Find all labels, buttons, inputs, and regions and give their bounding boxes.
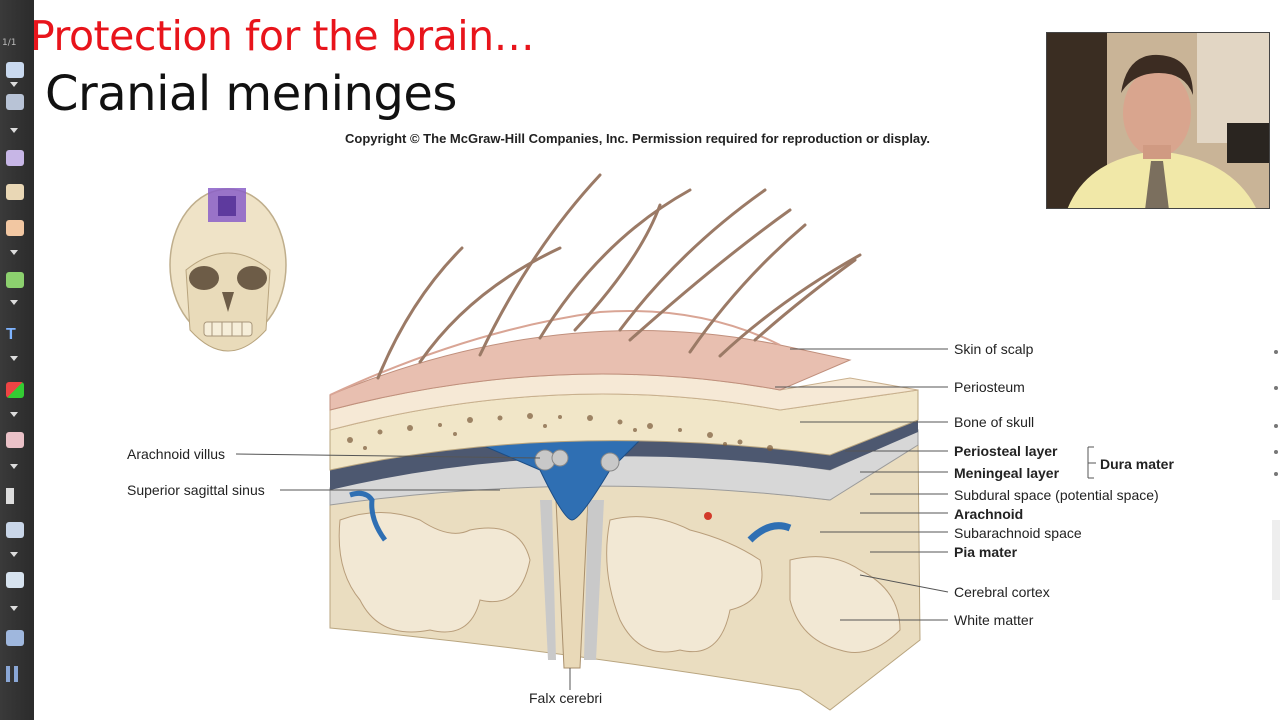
label-periosteal-layer: Periosteal layer bbox=[954, 443, 1058, 459]
slide-subtitle: Cranial meninges bbox=[45, 66, 457, 122]
label-dura-mater: Dura mater bbox=[1100, 456, 1174, 472]
label-cerebral-cortex: Cerebral cortex bbox=[954, 584, 1050, 600]
label-white-matter: White matter bbox=[954, 612, 1034, 628]
chevron-down-icon[interactable] bbox=[10, 552, 18, 557]
page-indicator: 1/1 bbox=[2, 38, 17, 48]
skull-thumbnail bbox=[169, 188, 287, 352]
copyright-notice: Copyright © The McGraw-Hill Companies, I… bbox=[345, 131, 931, 146]
label-falx-cerebri: Falx cerebri bbox=[529, 690, 603, 706]
hairs bbox=[376, 173, 862, 380]
label-subarachnoid-space: Subarachnoid space bbox=[954, 525, 1082, 541]
chevron-down-icon[interactable] bbox=[10, 606, 18, 611]
eraser-pink-icon[interactable] bbox=[6, 432, 24, 448]
lasso-icon[interactable] bbox=[6, 572, 24, 588]
label-bone-of-skull: Bone of skull bbox=[954, 414, 1035, 430]
pointer-icon[interactable] bbox=[6, 488, 14, 504]
label-periosteum: Periosteum bbox=[954, 379, 1025, 395]
select-icon[interactable] bbox=[6, 62, 24, 78]
label-superior-sagittal-sinus: Superior sagittal sinus bbox=[127, 482, 265, 498]
highlighter-icon[interactable] bbox=[6, 150, 24, 166]
annotation-toolbar: 1/1 T bbox=[0, 0, 34, 720]
chevron-down-icon[interactable] bbox=[10, 412, 18, 417]
label-meningeal-layer: Meningeal layer bbox=[954, 465, 1060, 481]
text-icon[interactable]: T bbox=[6, 326, 16, 343]
leader-lines bbox=[235, 348, 1096, 690]
pen-icon[interactable] bbox=[6, 94, 24, 110]
presenter-webcam bbox=[1046, 32, 1270, 209]
tissue-block bbox=[329, 309, 921, 711]
pause-icon[interactable] bbox=[6, 666, 18, 682]
label-arachnoid: Arachnoid bbox=[954, 506, 1024, 522]
chevron-down-icon[interactable] bbox=[10, 464, 18, 469]
presenter-video-icon bbox=[1047, 33, 1269, 208]
label-skin-of-scalp: Skin of scalp bbox=[954, 341, 1034, 357]
label-pia-mater: Pia mater bbox=[954, 544, 1018, 560]
label-arachnoid-villus: Arachnoid villus bbox=[127, 446, 226, 462]
chevron-down-icon[interactable] bbox=[10, 128, 18, 133]
marker-icon[interactable] bbox=[6, 220, 24, 236]
next-slide-edge bbox=[1272, 350, 1280, 600]
chevron-down-icon[interactable] bbox=[10, 300, 18, 305]
eraser-icon[interactable] bbox=[6, 184, 24, 200]
chevron-down-icon[interactable] bbox=[10, 356, 18, 361]
shape-icon[interactable] bbox=[6, 382, 24, 398]
grid-icon[interactable] bbox=[6, 630, 24, 646]
slide-title: Protection for the brain… bbox=[30, 12, 535, 60]
green-pen-icon[interactable] bbox=[6, 272, 24, 288]
chevron-down-icon[interactable] bbox=[10, 82, 18, 87]
chevron-down-icon[interactable] bbox=[10, 250, 18, 255]
layout-icon[interactable] bbox=[6, 522, 24, 538]
label-subdural-space: Subdural space (potential space) bbox=[954, 487, 1159, 503]
